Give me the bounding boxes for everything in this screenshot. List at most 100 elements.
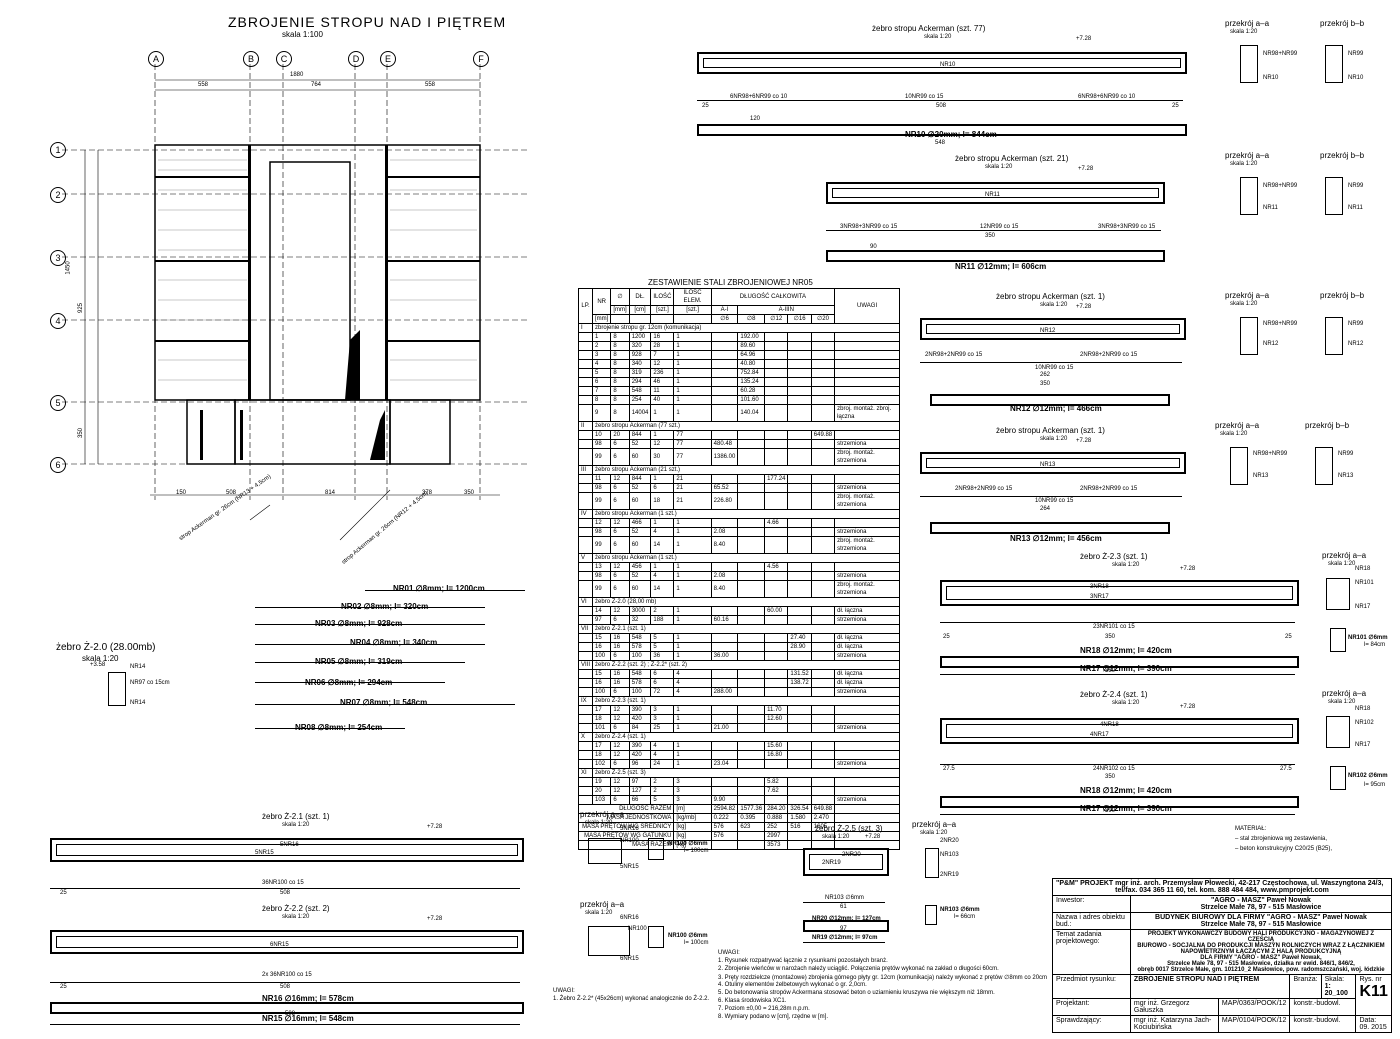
spec-h-lp: LP. (577, 288, 594, 324)
table-cell: 2 (592, 341, 612, 351)
table-cell: strzemiona (834, 795, 900, 805)
table-cell (710, 786, 739, 796)
summary-value: 3573 (764, 840, 789, 850)
z22-d: 25 (60, 984, 67, 990)
spec-section-lp: VIII (577, 660, 594, 670)
sec21-top: 5NR16 (620, 826, 639, 832)
table-cell (710, 741, 739, 751)
table-cell (810, 795, 836, 805)
summary-value: 2.470 (810, 813, 836, 823)
table-cell: 98 (592, 439, 612, 449)
table-cell (764, 395, 789, 405)
ack77-stir-mid: 10NR99 co 15 (905, 94, 944, 100)
ack1b-scale: skala 1:20 (1040, 436, 1068, 442)
table-cell (810, 518, 836, 528)
table-cell (737, 714, 766, 724)
table-cell: 64.96 (737, 350, 766, 360)
table-cell (764, 642, 789, 652)
spec-section-lp: IV (577, 509, 594, 519)
table-cell: 32 (628, 615, 652, 625)
table-cell (810, 633, 836, 643)
spec-section-lp: VI (577, 597, 594, 607)
table-cell: strzemiona (834, 651, 900, 661)
z23-sec-scale: skala 1:20 (1328, 561, 1356, 567)
table-cell: 1 (673, 571, 712, 581)
table-cell: 6 (610, 483, 630, 493)
spec-section-lp: III (577, 465, 594, 475)
z25-bar1: NR20 ∅12mm; l= 127cm (812, 916, 881, 922)
ack-sections: przekrój a–a skala 1:20 przekrój b–b NR9… (1215, 15, 1395, 495)
table-cell: 4.66 (764, 518, 789, 528)
tb-company: "P&M" PROJEKT mgr inż. arch. Przemysław … (1056, 880, 1384, 887)
uwagi-8: 8. Wymiary podano w [cm], rzędne w [m]. (718, 1014, 828, 1020)
spec-h-nr: NR (592, 288, 612, 315)
table-cell (834, 368, 900, 378)
table-cell (787, 492, 812, 510)
ack1a-level: +7.28 (1076, 304, 1092, 310)
z22-bot: 6NR15 (270, 942, 289, 948)
table-cell: zbroj. montaż. strzemiona (834, 536, 900, 554)
ack21-stir-left: 3NR98+3NR99 co 15 (840, 224, 898, 230)
table-cell: 3 (592, 350, 612, 360)
table-cell: 7.62 (764, 786, 789, 796)
summary-unit: [kg] (673, 822, 712, 832)
table-cell (810, 705, 836, 715)
table-cell (834, 332, 900, 342)
table-cell (737, 474, 766, 484)
table-cell (787, 777, 812, 787)
table-cell: 138.72 (787, 678, 812, 688)
table-cell: 1 (650, 404, 675, 422)
table-cell (834, 741, 900, 751)
uwagi-2: 2. Zbrojenie wieńców w narożach należy u… (718, 966, 999, 972)
z24-stir: 24NR102 co 15 (1093, 766, 1135, 772)
table-cell: 77 (673, 430, 712, 440)
table-cell: 19 (592, 777, 612, 787)
z23-total: 350 (1105, 634, 1116, 640)
table-cell: 6 (610, 580, 630, 598)
table-cell: 24 (650, 759, 675, 769)
table-cell: zbroj. montaż. strzemiona (834, 448, 900, 466)
z21-bot: 5NR15 (255, 850, 274, 856)
table-cell (764, 430, 789, 440)
z20-level: +3.58 (90, 662, 106, 668)
table-cell (810, 341, 836, 351)
table-cell: 27.40 (787, 633, 812, 643)
summary-value: 1577.36 (737, 804, 766, 814)
uwagi-5: 5. Do betonowania stropów Ackermana stos… (718, 990, 995, 996)
table-cell (810, 368, 836, 378)
table-cell (764, 536, 789, 554)
sec22-bot: 6NR15 (620, 956, 639, 962)
table-cell: 60 (628, 448, 652, 466)
table-cell: 16.80 (764, 750, 789, 760)
table-cell (834, 714, 900, 724)
title-block: "P&M" PROJEKT mgr inż. arch. Przemysław … (1052, 878, 1393, 1033)
dim-left-total: 1450 (65, 261, 72, 275)
uwagi-1: 1. Rysunek rozpatrywać łącznie z rysunka… (718, 958, 888, 964)
z23-bar1-len: 380 (1105, 668, 1116, 674)
table-cell (737, 642, 766, 652)
table-cell (764, 651, 789, 661)
table-cell (710, 377, 739, 387)
table-cell (810, 448, 836, 466)
summary-value: 516 (787, 822, 812, 832)
table-cell: 96 (628, 759, 652, 769)
dim-top-1: 558 (198, 82, 209, 88)
z25-total: 61 (840, 904, 847, 910)
table-cell (810, 483, 836, 493)
ack1a-scale: skala 1:20 (1040, 302, 1068, 308)
spec-section-name: żebro Ż-2.5 (szt. 3) (592, 768, 900, 778)
table-cell: 12 (650, 359, 675, 369)
table-cell: 66 (628, 795, 652, 805)
table-cell: 12 (610, 606, 630, 616)
spec-h-d16: ∅16 (787, 314, 812, 324)
table-cell (764, 580, 789, 598)
axis-F: F (473, 51, 489, 67)
